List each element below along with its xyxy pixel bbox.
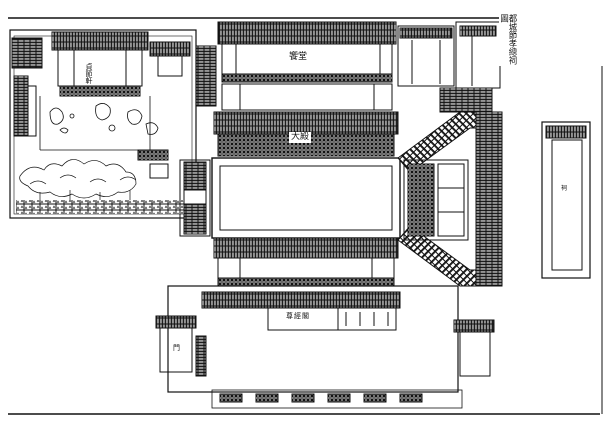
map-title: 都城節孝總祠圖 [499,14,518,66]
label-rear-building: 尊經閣 [284,312,312,321]
label-left-pavilion: 貞節軒 [84,62,93,85]
label-main-hall: 大殿 [289,132,312,143]
label-side-gate: 門 [172,344,181,353]
label-shrine: 祠 [560,185,569,193]
label-hall: 饗堂 [287,52,310,63]
